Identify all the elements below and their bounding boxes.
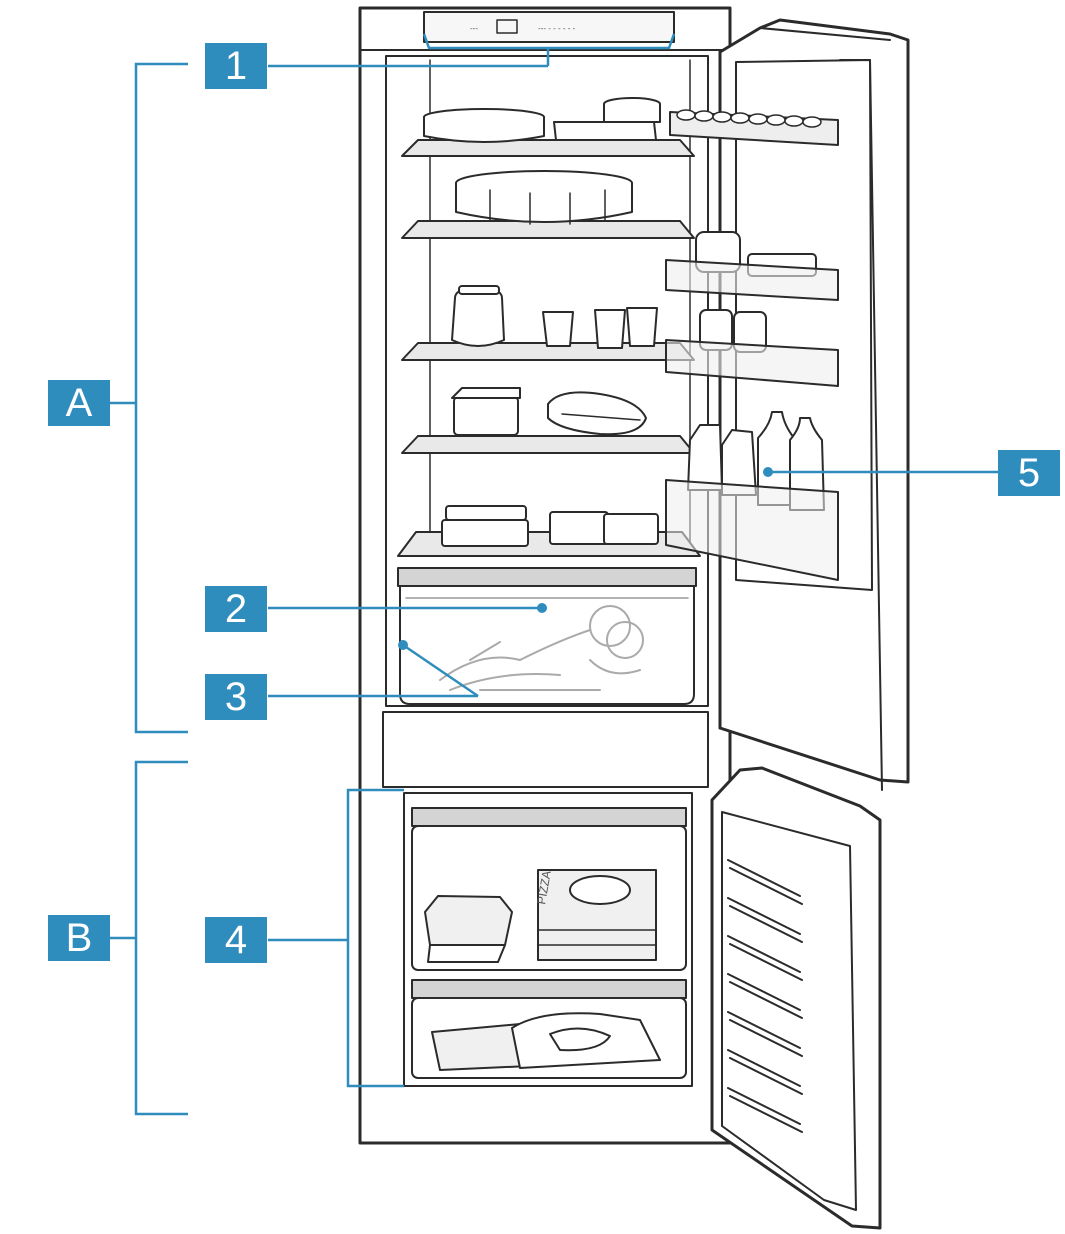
control-panel-right-text: --- - - - - - - — [538, 24, 576, 33]
control-panel: --- --- - - - - - - — [424, 12, 674, 42]
freezer-door — [712, 768, 880, 1228]
control-panel-left-text: --- — [470, 24, 478, 33]
callout-b: B — [48, 915, 110, 961]
callout-1: 1 — [205, 43, 267, 89]
callout-4: 4 — [205, 917, 267, 963]
callout-3: 3 — [205, 674, 267, 720]
vegetable-drawer — [398, 568, 696, 704]
callout-2: 2 — [205, 586, 267, 632]
callout-5: 5 — [998, 450, 1060, 496]
callout-a: A — [48, 380, 110, 426]
